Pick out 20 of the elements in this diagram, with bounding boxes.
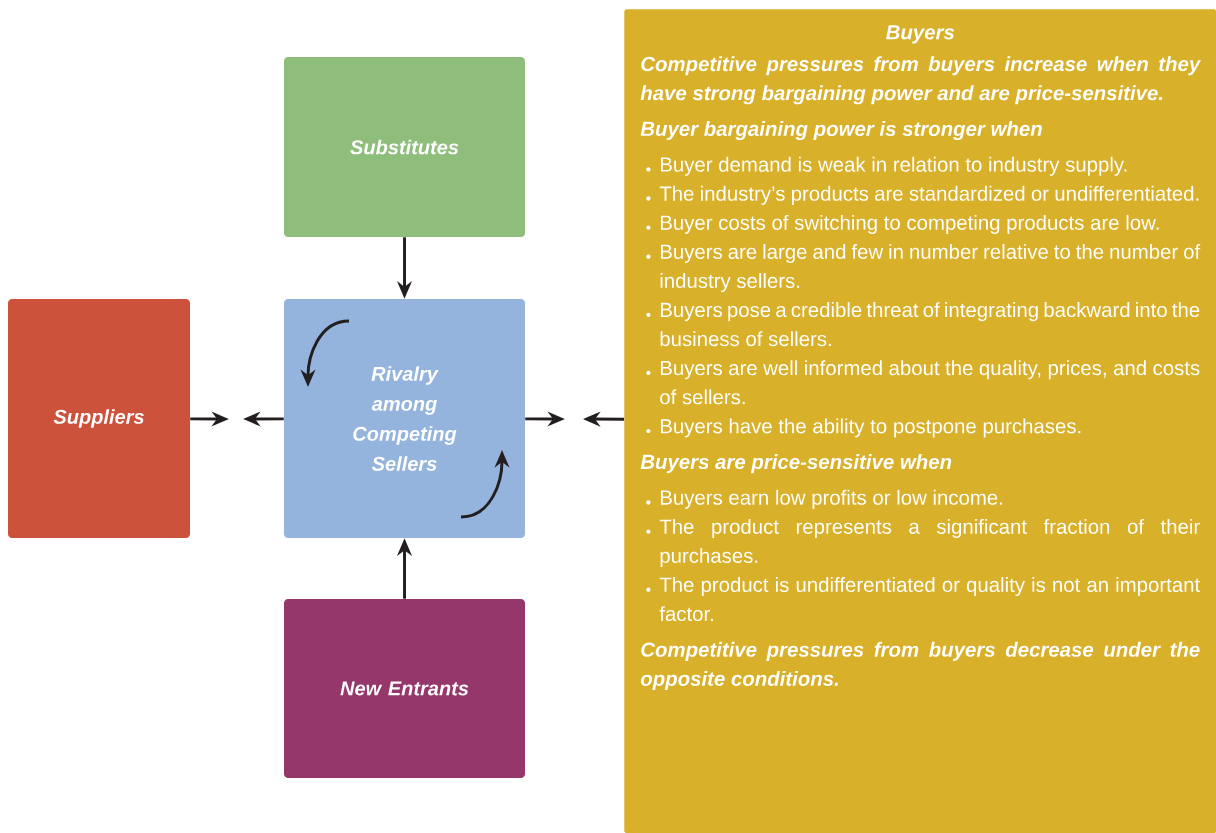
bullet-item: The industry’s products are standardized or undifferentiated. [646, 185, 1199, 205]
panel-heading: Buyers [886, 25, 955, 44]
subheading: Buyers are price-sensitive when [640, 454, 952, 474]
bullet-item: Buyers are well informed about the quality, prices, and costs of sellers. [646, 360, 1200, 405]
summary-text: Competitive pressures from buyers decrease under the opposite conditions. [640, 641, 1200, 690]
bullet-item: Buyer demand is weak in relation to industry supply. [646, 156, 1127, 176]
subheading: Buyer bargaining power is stronger when [640, 121, 1042, 141]
bullet-item: Buyers are large and few in number relative to the number of industry sellers. [646, 244, 1201, 293]
bullet-item: The product represents a significant fraction of their purchases. [646, 518, 1200, 567]
bullet-item: Buyers pose a credible threat of integrating backward into the business of sellers. [646, 302, 1200, 347]
force-box: New Entrants [284, 599, 525, 778]
summary-text: Competitive pressures from buyers increase when they have strong bargaining power and are price-sensitive. [640, 56, 1202, 105]
bullet-item: Buyers have the ability to postpone purchases. [646, 418, 1081, 438]
info-panel [624, 9, 1216, 833]
force-box: Substitutes [284, 57, 525, 237]
bullet-item: The product is undifferentiated or quality is not an important factor. [646, 577, 1201, 622]
bullet-item: Buyer costs of switching to competing products are low. [646, 214, 1159, 234]
force-box: Suppliers [8, 299, 190, 538]
bullet-item: Buyers earn low profits or low income. [646, 489, 1002, 509]
force-box: Rivalry among Competing Sellers [284, 299, 525, 538]
